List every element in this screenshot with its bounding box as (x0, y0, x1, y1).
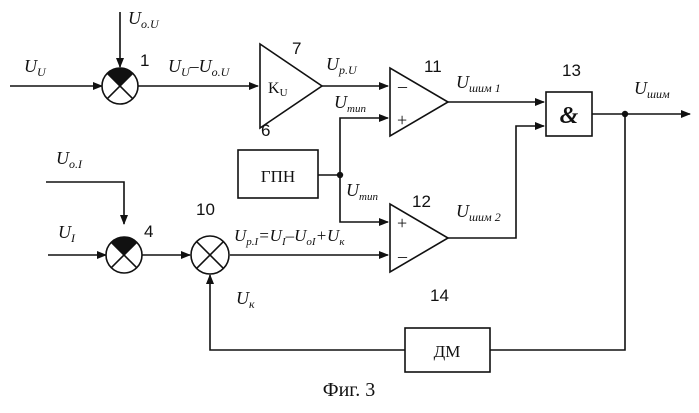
block-number-6: 6 (261, 121, 270, 140)
label-u-shim: Uшим (634, 78, 670, 101)
summer-1 (102, 68, 138, 104)
c12-minus-sign: – (397, 246, 408, 266)
label-u-i: UI (58, 222, 76, 245)
block-number-13: 13 (562, 61, 581, 80)
block-number-10: 10 (196, 200, 215, 219)
label-u-u: UU (24, 56, 47, 79)
figure-caption: Фиг. 3 (323, 379, 375, 401)
label-u-k: Uк (236, 288, 255, 311)
label-u-pi: Up.I=UI–UoI+Uк (234, 226, 345, 248)
label-u-diff: UU–Uo.U (168, 56, 231, 79)
block-number-4: 4 (144, 222, 153, 241)
dm-block-14-label: ДМ (434, 342, 461, 361)
c11-plus-sign: + (397, 110, 407, 130)
label-u-shim-2: Uшим 2 (456, 201, 501, 224)
generator-6-label: ГПН (261, 167, 295, 186)
c12-plus-sign: + (397, 213, 407, 233)
block-number-7: 7 (292, 39, 301, 58)
block-number-12: 12 (412, 192, 431, 211)
wire-gpn-to-c11 (340, 118, 388, 175)
summer-10 (191, 236, 229, 274)
block-number-11: 11 (424, 57, 442, 76)
label-u-pu: Up.U (326, 54, 358, 77)
and-gate-13-label: & (560, 103, 579, 129)
wire-dm-to-s10 (210, 275, 405, 350)
wire-uoi-in (46, 182, 124, 224)
summer-4 (106, 237, 142, 273)
block-number-1: 1 (140, 51, 149, 70)
label-u-oi: Uo.I (56, 148, 83, 171)
label-u-tip-1: Uтип (334, 92, 366, 115)
junction-gpn (337, 172, 343, 178)
label-u-ou: Uo.U (128, 8, 160, 31)
label-u-tip-2: Uтип (346, 180, 378, 203)
block-number-14: 14 (430, 286, 449, 305)
wire-out-to-dm (490, 114, 625, 350)
label-u-shim-1: Uшим 1 (456, 72, 501, 95)
c11-minus-sign: – (397, 76, 408, 96)
